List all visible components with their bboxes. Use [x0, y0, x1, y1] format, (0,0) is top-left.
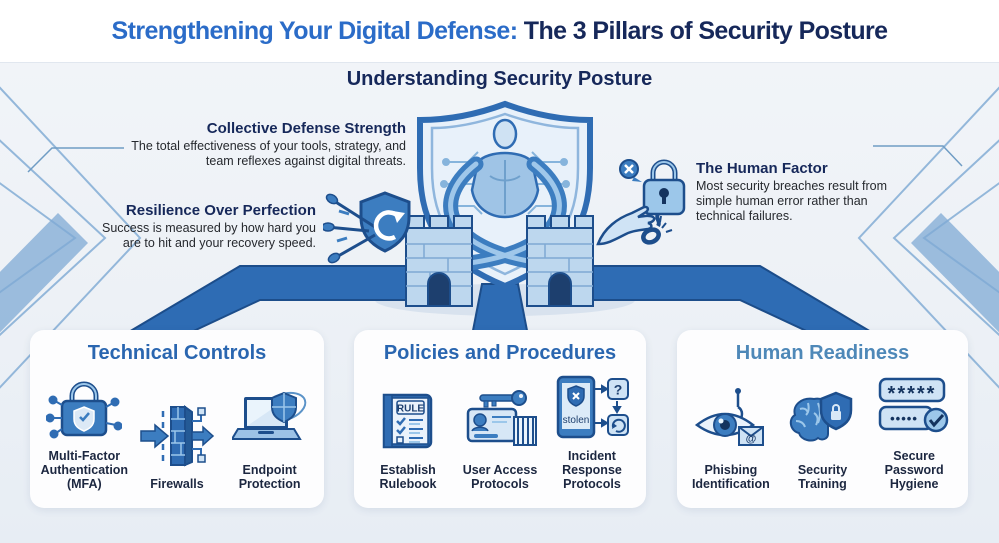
castle-towers — [405, 215, 594, 307]
section-subtitle: Understanding Security Posture — [346, 68, 653, 90]
stars-glyph: ***** — [888, 383, 937, 405]
incident-flow-icon: stolen ? — [556, 375, 629, 439]
pillar-item-user-access: User Access Protocols — [454, 387, 545, 491]
pillar-title: Human Readiness — [735, 342, 910, 364]
page-title-navy-part: The 3 Pillars of Security Posture — [517, 16, 888, 45]
at-glyph: @ — [745, 433, 756, 445]
pillar-item-training: Security Training — [777, 387, 868, 491]
callout-desc: Most security breaches result from simpl… — [696, 179, 888, 223]
question-label: ? — [614, 382, 623, 398]
icon-row: Multi-Factor Authentication (MFA) — [30, 373, 324, 491]
header: Strengthening Your Digital Defense: The … — [0, 0, 999, 63]
page-title: Strengthening Your Digital Defense: The … — [111, 16, 889, 46]
defender-figure — [443, 118, 567, 272]
pillar-item-label: Firewalls — [150, 477, 204, 491]
pillar-card-human-readiness: Human Readiness @ Phisbing Identificatio… — [677, 330, 968, 508]
pillar-item-rulebook: RULE Establish Rulebook — [362, 387, 453, 491]
pillar-item-label: Incident Response Protocols — [562, 449, 622, 491]
pillar-title: Technical Controls — [87, 342, 267, 364]
pillar-item-label: Phisbing Identification — [691, 463, 770, 491]
hand-broken-lock-icon — [596, 159, 686, 246]
shield-deflect-icon — [323, 191, 411, 264]
laptop-shield-icon — [231, 391, 306, 440]
pillar-item-label: Multi-Factor Authentication (MFA) — [40, 449, 129, 491]
pillar-card-policies-procedures: Policies and Procedures RULE — [354, 330, 646, 508]
brain-shield-icon — [790, 391, 853, 442]
callout-resilience: Resilience Over Perfection Success is me… — [96, 202, 316, 251]
circuit-traces — [440, 151, 570, 215]
pillar-item-endpoint: Endpoint Protection — [224, 387, 316, 491]
callout-title: Resilience Over Perfection — [125, 202, 316, 219]
pillar-item-firewalls: Firewalls — [131, 401, 223, 491]
callout-human-factor: The Human Factor Most security breaches … — [696, 160, 908, 224]
stolen-label: stolen — [563, 415, 590, 426]
dots-glyph: ••••• — [890, 411, 918, 426]
mfa-lock-icon — [46, 381, 123, 439]
page-title-blue-part: Strengthening Your Digital Defense: — [111, 16, 519, 45]
pillar-item-label: Security Training — [797, 463, 848, 491]
pillar-title: Policies and Procedures — [383, 342, 617, 364]
callout-title: The Human Factor — [696, 160, 828, 177]
icon-row: RULE Establish Rulebook — [354, 373, 646, 491]
pillar-item-incident-response: stolen ? Incident Response Protocols — [546, 373, 637, 491]
pillar-item-phishing: @ Phisbing Identification — [685, 387, 776, 491]
callout-desc: The total effectiveness of your tools, s… — [131, 139, 406, 168]
pillar-item-label: Endpoint Protection — [238, 463, 301, 491]
rulebook-icon: RULE — [382, 393, 433, 449]
shield-graphic — [417, 100, 593, 290]
pillar-item-label: User Access Protocols — [462, 463, 538, 491]
callout-collective-defense: Collective Defense Strength The total ef… — [120, 120, 406, 169]
callout-desc: Success is measured by how hard you are … — [102, 221, 316, 250]
rule-label: RULE — [397, 404, 425, 415]
pillar-item-mfa: Multi-Factor Authentication (MFA) — [38, 373, 130, 491]
icon-row: @ Phisbing Identification Security Train… — [677, 373, 968, 491]
left-callout-line — [27, 147, 124, 173]
pillar-card-technical-controls: Technical Controls M — [30, 330, 324, 508]
eye-hook-icon: @ — [694, 388, 764, 446]
pillar-item-label: Secure Password Hygiene — [884, 449, 944, 491]
firewall-icon — [140, 405, 215, 467]
pillar-item-label: Establish Rulebook — [379, 463, 437, 491]
castle-shadow — [375, 284, 635, 316]
pillar-item-password: ***** ••••• Secure Password Hygiene — [869, 373, 960, 491]
password-check-icon: ***** ••••• — [878, 377, 949, 433]
id-card-key-icon — [466, 390, 537, 446]
callout-title: Collective Defense Strength — [206, 120, 406, 137]
